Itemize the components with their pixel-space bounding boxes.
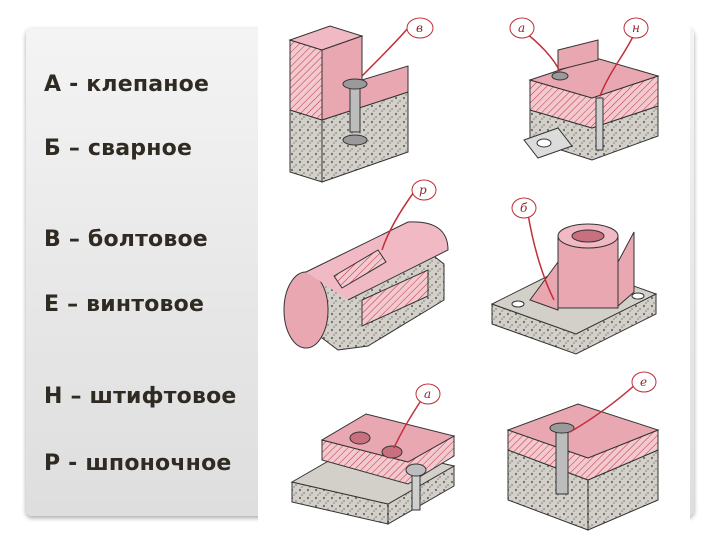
tag-welded: б bbox=[520, 201, 528, 215]
label-welded: Б – сварное bbox=[44, 136, 193, 161]
label-screwed: Е – винтовое bbox=[44, 292, 205, 317]
joints-illustration: в а н р bbox=[258, 0, 690, 540]
label-pinned: Н – штифтовое bbox=[44, 384, 237, 409]
welded-joint-figure bbox=[490, 197, 658, 355]
joints-drawing: в а н р bbox=[283, 17, 660, 531]
tag-screwed: е bbox=[640, 375, 647, 389]
tag-riveted-bottom: а bbox=[424, 387, 431, 401]
label-riveted: А - клепаное bbox=[44, 72, 210, 97]
label-bolted: В – болтовое bbox=[44, 227, 208, 252]
tag-keyed: р bbox=[419, 183, 427, 197]
screwed-joint-figure bbox=[506, 371, 660, 531]
bolted-joint-figure bbox=[288, 17, 434, 183]
label-keyed: Р - шпоночное bbox=[44, 451, 232, 476]
joint-type-labels: А - клепаное Б – сварное В – болтовое Е … bbox=[44, 0, 284, 540]
riveted-joint-figure bbox=[290, 383, 456, 525]
pinned-joint-figure bbox=[509, 17, 660, 161]
keyed-joint-figure bbox=[283, 179, 449, 351]
tag-riveted-top: а bbox=[518, 21, 525, 35]
tag-bolted: в bbox=[416, 21, 423, 35]
tag-pinned: н bbox=[632, 21, 640, 35]
